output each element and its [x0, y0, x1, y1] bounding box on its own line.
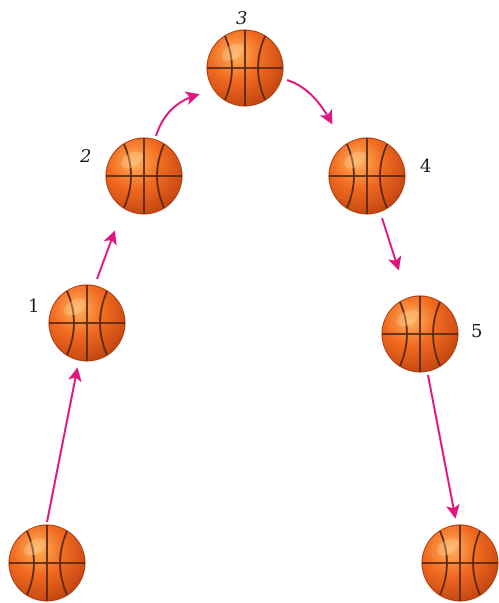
arrow-1-to-2: [96, 230, 117, 280]
basketball-end-icon: [421, 524, 499, 602]
label-position-2: 2: [79, 146, 91, 167]
arrow-3-to-4: [286, 79, 333, 125]
basketball-1-icon: [48, 284, 126, 362]
arrow-4-to-5: [381, 217, 402, 271]
trajectory-arrows: [46, 79, 460, 523]
basketball-5-icon: [381, 295, 459, 373]
position-labels: 1 2 3 4 5: [28, 8, 482, 342]
arrow-5-to-end: [427, 374, 460, 519]
label-position-1: 1: [28, 296, 39, 317]
label-position-4: 4: [420, 156, 431, 177]
arrow-2-to-3: [155, 91, 200, 137]
label-position-5: 5: [471, 321, 482, 342]
basketball-3-icon: [206, 29, 284, 107]
label-position-3: 3: [236, 8, 247, 29]
basketball-4-icon: [328, 137, 406, 215]
basketball-start-icon: [8, 524, 86, 602]
basketball-2-icon: [105, 137, 183, 215]
basketballs: [8, 29, 499, 602]
arrow-start-to-1: [46, 367, 82, 523]
